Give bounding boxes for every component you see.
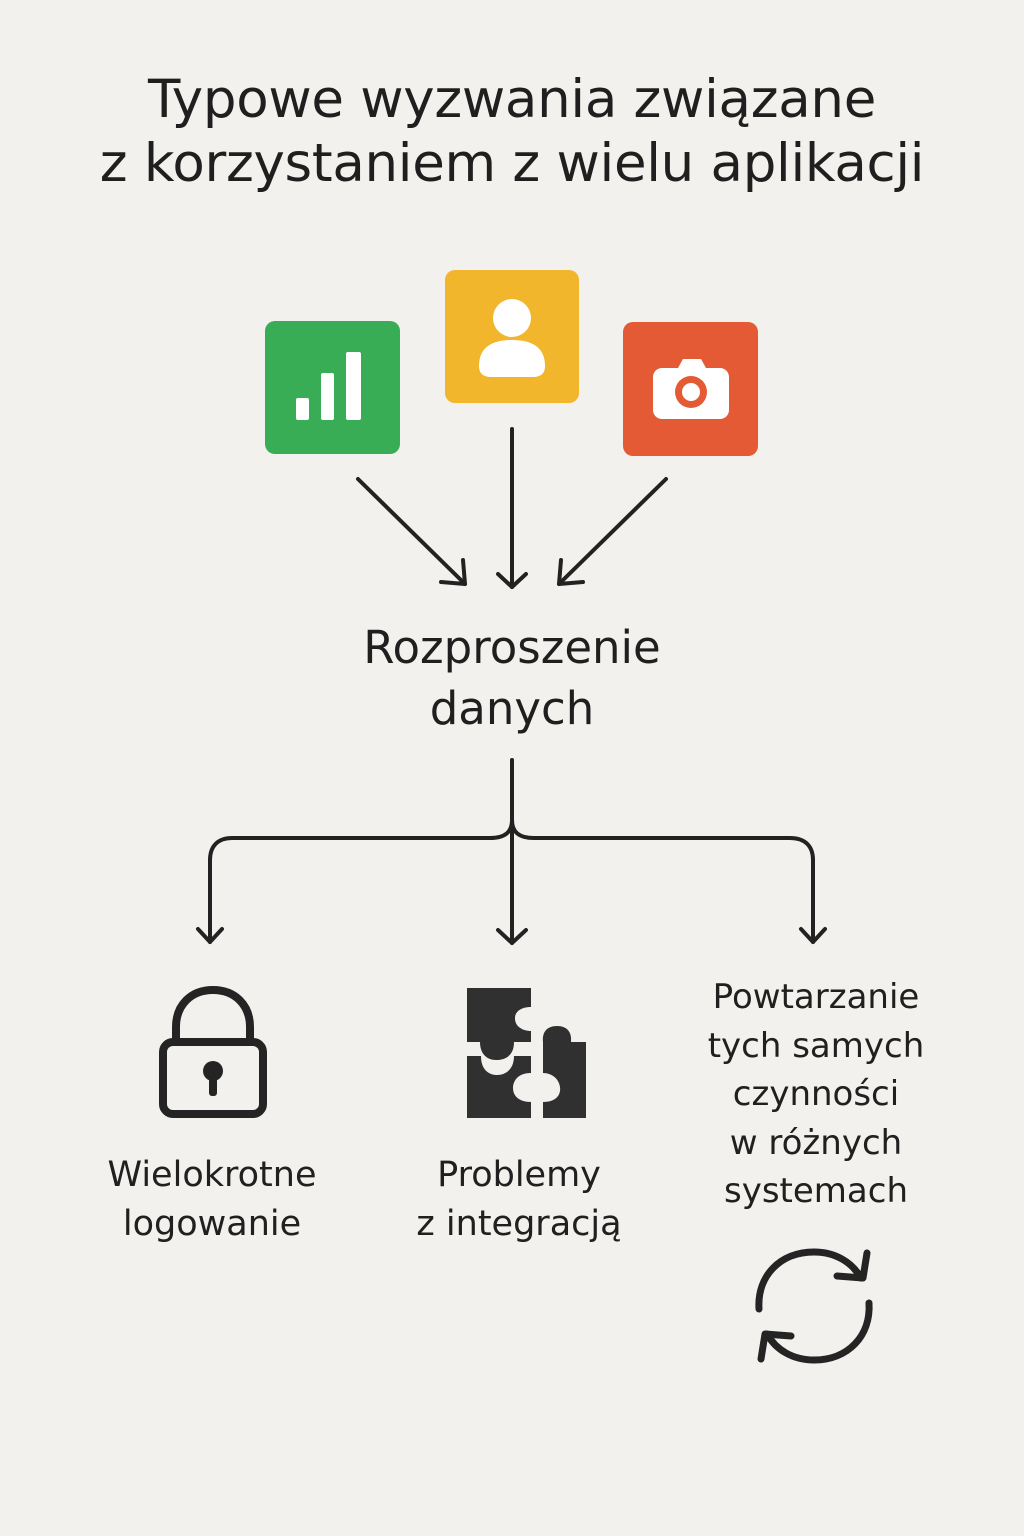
repetition-label-line-2: tych samych [707, 1025, 925, 1066]
repetition-label-line-3: czynności [732, 1074, 900, 1114]
arrow-from-chart [356, 477, 467, 586]
bar-chart-icon [296, 352, 361, 420]
title-line-1: Typowe wyzwania związane [147, 69, 877, 130]
branch-left [208, 818, 514, 944]
puzzle-icon [467, 988, 586, 1118]
camera-icon [653, 359, 729, 419]
center-line-2: danych [429, 682, 595, 735]
title-line-2: z korzystaniem z wielu aplikacji [99, 133, 925, 194]
login-label-line-2: logowanie [122, 1204, 302, 1244]
challenge-label-repetition: Powtarzanie tych samych czynności w różn… [665, 973, 967, 1216]
login-label-line-1: Wielokrotne [107, 1155, 317, 1195]
integration-label-line-2: z integracją [416, 1204, 622, 1244]
refresh-icon [755, 1248, 873, 1364]
arrowhead-from-chart [439, 558, 467, 586]
arrow-from-camera [557, 477, 668, 586]
user-icon [479, 299, 545, 377]
page-title: Typowe wyzwania związane z korzystaniem … [0, 68, 1024, 196]
challenge-label-integration: Problemy z integracją [385, 1151, 653, 1249]
arrowhead-from-camera [557, 558, 585, 586]
branch-right [510, 818, 815, 944]
lock-icon [159, 986, 267, 1118]
data-dispersion-label: Rozproszenie danych [312, 617, 712, 739]
arrowhead-from-user [496, 572, 528, 589]
arrowhead-left [196, 927, 224, 944]
app-chart-tile [265, 321, 400, 454]
arrowhead-right [799, 927, 827, 944]
app-camera-tile [623, 322, 758, 456]
repetition-label-line-1: Powtarzanie [712, 977, 920, 1017]
repetition-label-line-5: systemach [724, 1171, 908, 1211]
arrowhead-center [496, 928, 528, 945]
repetition-label-line-4: w różnych [729, 1122, 903, 1163]
integration-label-line-1: Problemy [437, 1155, 601, 1195]
center-line-1: Rozproszenie [363, 621, 661, 674]
app-user-tile [445, 270, 579, 403]
challenge-label-login: Wielokrotne logowanie [72, 1151, 352, 1249]
